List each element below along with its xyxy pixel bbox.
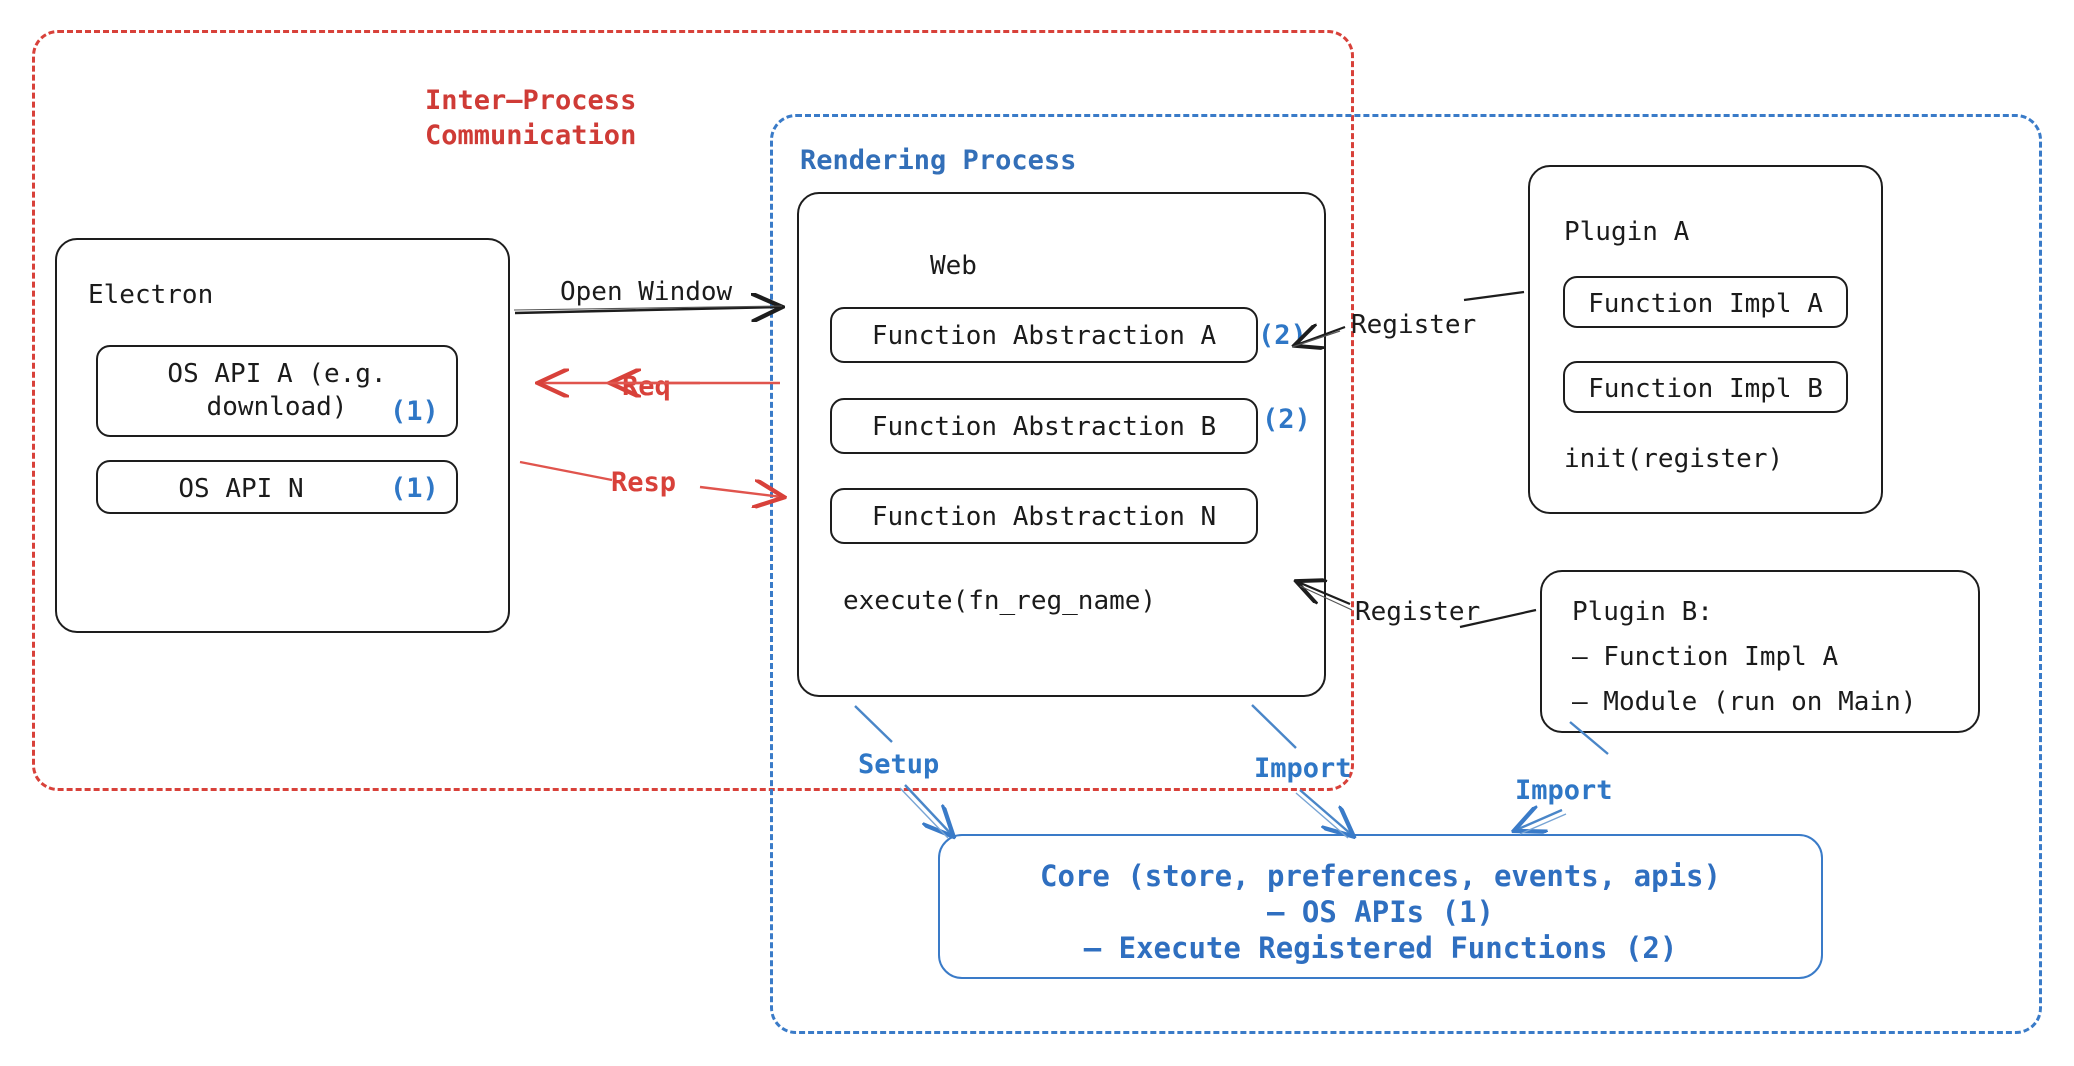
node-core[interactable] — [938, 834, 1823, 979]
web-child-function-abstraction-a-label: Function Abstraction A — [871, 321, 1217, 351]
electron-child-os-api-n-label: OS API N — [178, 474, 304, 504]
plugin-a-child-function-impl-a-label: Function Impl A — [1588, 289, 1823, 319]
web-footer-execute: execute(fn_reg_name) — [843, 586, 1157, 616]
web-child-function-abstraction-n[interactable] — [830, 488, 1258, 544]
edge-label-resp: Resp — [611, 467, 677, 498]
group-label-ipc: Inter–Process Communication — [425, 85, 637, 151]
edge-label-open-window: Open Window — [560, 277, 733, 307]
electron-child-os-api-a-tag: (1) — [390, 396, 439, 427]
edge-label-import-plugin-b: Import — [1515, 775, 1613, 806]
group-inter-process-communication — [32, 30, 1354, 791]
edge-label-register-plugin-b: Register — [1355, 597, 1481, 627]
node-core-line-0: Core (store, preferences, events, apis) — [1040, 859, 1721, 893]
plugin-a-child-function-impl-a[interactable] — [1563, 276, 1848, 328]
web-child-function-abstraction-b-tag: (2) — [1262, 404, 1311, 435]
web-child-function-abstraction-b[interactable] — [830, 398, 1258, 454]
plugin-a-child-function-impl-b[interactable] — [1563, 361, 1848, 413]
edge-label-register-plugin-a: Register — [1351, 310, 1477, 340]
group-label-rendering-process: Rendering Process — [800, 145, 1077, 176]
node-web-title: Web — [930, 251, 977, 281]
electron-child-os-api-n[interactable] — [96, 460, 458, 514]
node-electron-title: Electron — [88, 280, 214, 310]
node-core-line-2: – Execute Registered Functions (2) — [1083, 931, 1678, 965]
node-plugin-b-line-1: – Function Impl A — [1572, 642, 1839, 672]
node-plugin-b-line-2: – Module (run on Main) — [1572, 687, 1917, 717]
web-child-function-abstraction-b-label: Function Abstraction B — [871, 412, 1217, 442]
electron-child-os-api-n-tag: (1) — [390, 473, 439, 504]
plugin-a-footer-init: init(register) — [1564, 444, 1784, 474]
web-child-function-abstraction-n-label: Function Abstraction N — [871, 502, 1217, 532]
electron-child-os-api-a[interactable] — [96, 345, 458, 437]
edge-label-setup: Setup — [858, 749, 940, 780]
edge-label-import-web: Import — [1254, 753, 1352, 784]
node-plugin-a[interactable] — [1528, 165, 1883, 514]
group-rendering-process — [770, 114, 2042, 1034]
node-plugin-b-line-0: Plugin B: — [1572, 597, 1713, 627]
web-child-function-abstraction-a-tag: (2) — [1258, 320, 1307, 351]
node-core-line-1: – OS APIs (1) — [1267, 895, 1494, 929]
node-plugin-b[interactable] — [1540, 570, 1980, 733]
web-child-function-abstraction-a[interactable] — [830, 307, 1258, 363]
edge-label-req: Req — [622, 371, 671, 402]
plugin-a-child-function-impl-b-label: Function Impl B — [1588, 374, 1823, 404]
electron-child-os-api-a-label: OS API A (e.g. download) — [167, 359, 387, 423]
node-plugin-a-title: Plugin A — [1564, 217, 1690, 247]
